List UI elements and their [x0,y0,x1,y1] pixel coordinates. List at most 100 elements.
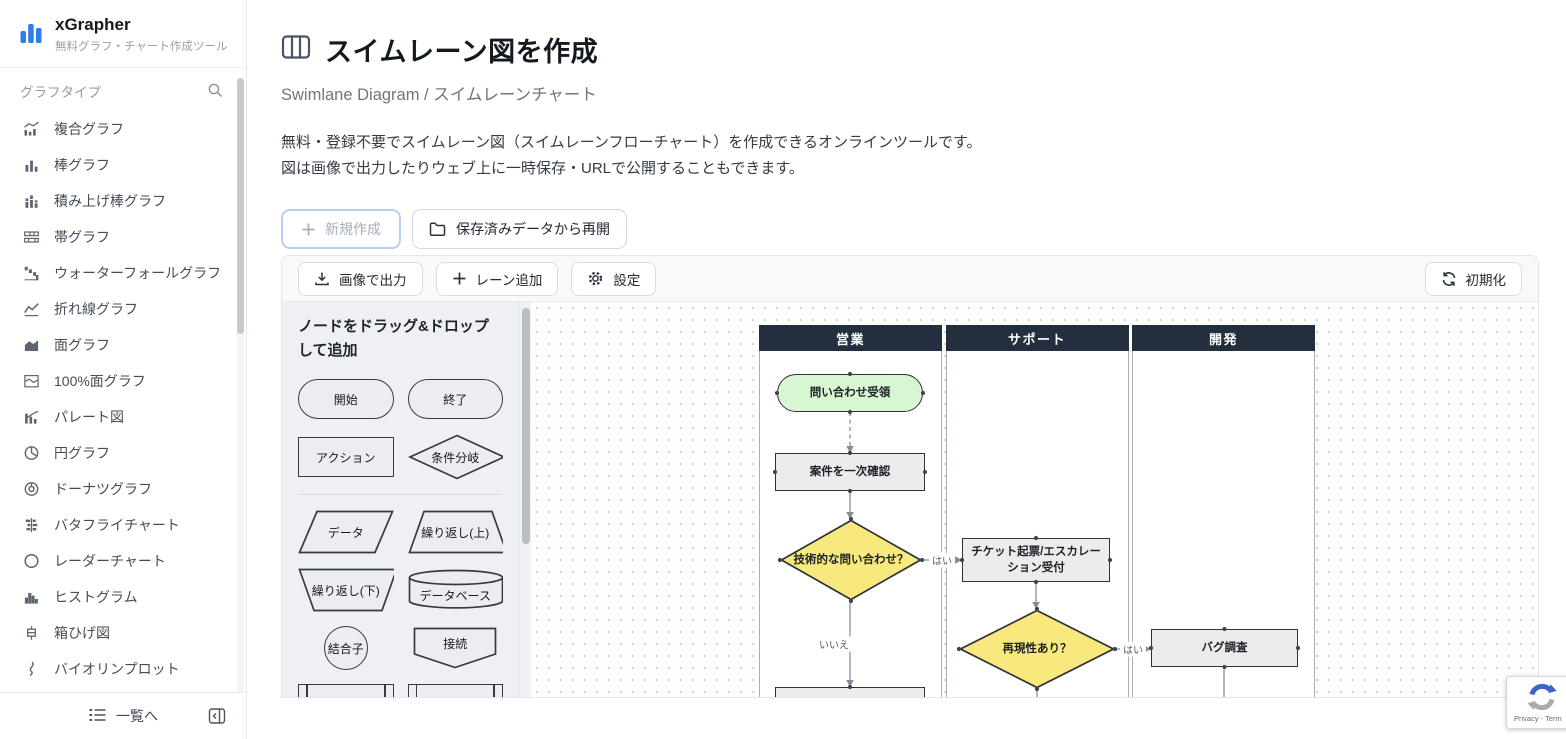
sidebar-item-label: バイオリンプロット [54,661,180,677]
diagram-node[interactable]: バグ調査 [1151,629,1298,667]
sidebar-item-label: 面グラフ [54,337,110,353]
settings-button[interactable]: 設定 [571,261,657,296]
sidebar: xGrapher 無料グラフ・チャート作成ツール グラフタイプ 複合グラフ棒グラ… [0,0,247,739]
page-subtitle: Swimlane Diagram / スイムレーンチャート [281,86,597,104]
new-diagram-button[interactable]: 新規作成 [281,209,401,249]
sidebar-item[interactable]: 100%面グラフ [0,363,246,399]
palette-shape-cylinder[interactable]: データベース [408,568,504,612]
diagram-node[interactable]: チケット起票/エスカレーション受付 [962,538,1110,582]
app-tagline: 無料グラフ・チャート作成ツール [55,41,228,53]
band-chart-icon [22,229,40,245]
palette-divider [298,494,503,495]
sidebar-item[interactable]: 積み上げ棒グラフ [0,183,246,219]
sidebar-scrollbar-thumb[interactable] [237,78,244,334]
palette-shape-pentagon-down[interactable]: 接続 [408,626,504,670]
sidebar-item[interactable]: レーダーチャート [0,543,246,579]
sidebar-item[interactable]: ウォーターフォールグラフ [0,255,246,291]
palette-shape-predefined[interactable] [298,684,394,697]
logo-bars-icon [18,19,44,51]
sidebar-item-label: 円グラフ [54,445,110,461]
palette-scrollbar-thumb[interactable] [522,308,530,544]
palette-shape-predefined[interactable] [407,684,503,697]
palette-shape-circle[interactable]: 結合子 [298,626,394,670]
palette-shape-diamond[interactable]: 条件分岐 [407,434,503,480]
sidebar-item-label: パレート図 [54,409,124,425]
pareto-chart-icon [22,409,40,425]
export-image-label: 画像で出力 [339,272,407,288]
plus-icon [301,222,316,237]
diagram-node[interactable] [775,687,925,697]
reset-button[interactable]: 初期化 [1424,261,1522,296]
line-chart-icon [22,301,40,317]
sidebar-item-label: ウォーターフォールグラフ [54,265,222,281]
add-lane-button[interactable]: レーン追加 [435,261,559,296]
search-icon[interactable] [205,80,226,101]
sidebar-item[interactable]: 折れ線グラフ [0,291,246,327]
sidebar-item[interactable]: 面グラフ [0,327,246,363]
palette-grid: 開始 終了アクション 条件分岐データ 繰り返し(上) 繰り返し(下) データベース結合子 接… [282,363,519,697]
waterfall-chart-icon [22,265,40,281]
sidebar-item[interactable]: 箱ひげ図 [0,615,246,651]
palette-shape-label: 結合子 [327,641,364,656]
palette-shape-rect[interactable]: アクション [298,435,394,479]
resume-saved-button[interactable]: 保存済みデータから再開 [412,209,627,249]
palette-shape-parallelogram[interactable]: データ [298,510,394,554]
plus-icon [452,271,467,286]
app-logo[interactable]: xGrapher 無料グラフ・チャート作成ツール [0,0,246,67]
diagram-node[interactable]: 問い合わせ受領 [777,374,923,412]
description-line: 図は画像で出力したりウェブ上に一時保存・URLで公開することもできます。 [281,160,804,177]
sidebar-item[interactable]: 円グラフ [0,435,246,471]
palette-shape-stadium[interactable]: 終了 [407,377,503,421]
diagram-canvas[interactable]: 営業サポート開発問い合わせ受領案件を一次確認技術的な問い合わせ？ チケット起票/エ… [531,302,1538,697]
columns-icon [281,34,311,65]
palette-shape-label: 開始 [333,392,358,407]
recaptcha-logo-icon [1527,682,1557,712]
diagram-node[interactable]: 案件を一次確認 [775,453,925,491]
sidebar-item[interactable]: 帯グラフ [0,219,246,255]
sidebar-footer: 一覧へ [0,692,246,739]
reset-label: 初期化 [1465,272,1507,288]
area-100-chart-icon [22,373,40,389]
sidebar-item-label: 複合グラフ [54,121,124,137]
palette-shape-trapezoid-up[interactable]: 繰り返し(上) [407,510,503,554]
palette-shape-label: データ [327,525,364,540]
lane-header[interactable]: 営業 [759,325,942,351]
sidebar-item[interactable]: バタフライチャート [0,507,246,543]
export-image-button[interactable]: 画像で出力 [298,261,423,296]
sidebar-item[interactable]: バイオリンプロット [0,651,246,687]
diagram-toolbar: 画像で出力 レーン追加 設定 初期化 [282,256,1538,302]
page-description: 無料・登録不要でスイムレーン図（スイムレーンフローチャート）を作成できるオンライ… [281,130,1566,182]
main-content: スイムレーン図を作成 Swimlane Diagram / スイムレーンチャート… [247,0,1566,739]
diagram-node[interactable]: 再現性あり？ [959,609,1115,689]
sidebar-item-label: 帯グラフ [54,229,110,245]
sidebar-section-label: グラフタイプ [20,84,101,100]
diagram-node[interactable]: 技術的な問い合わせ？ [780,519,922,601]
description-line: 無料・登録不要でスイムレーン図（スイムレーンフローチャート）を作成できるオンライ… [281,134,982,151]
box-plot-icon [22,625,40,641]
sidebar-item[interactable]: 棒グラフ [0,147,246,183]
palette-shape-label: 条件分岐 [431,450,480,465]
lane-header[interactable]: サポート [945,325,1129,351]
go-to-list-button[interactable]: 一覧へ [88,706,158,726]
sidebar-item[interactable]: パレート図 [0,399,246,435]
recaptcha-badge[interactable]: Privacy - Term [1506,676,1566,729]
sidebar-item[interactable]: 複合グラフ [0,111,246,147]
refresh-icon [1441,271,1457,287]
sidebar-item[interactable]: ヒストグラム [0,579,246,615]
page-title: スイムレーン図を作成 [325,37,599,67]
palette-shape-trapezoid-down[interactable]: 繰り返し(下) [298,568,394,612]
download-icon [314,271,330,287]
edge-label: はい [1120,641,1146,657]
lane-header[interactable]: 開発 [1132,325,1315,351]
new-diagram-label: 新規作成 [325,221,381,237]
app-name: xGrapher [55,15,131,34]
sidebar-item-label: 棒グラフ [54,157,110,173]
sidebar-item[interactable]: ドーナツグラフ [0,471,246,507]
collapse-sidebar-icon[interactable] [208,707,226,725]
palette-shape-label: 繰り返し(下) [311,583,380,598]
palette-shape-label: 終了 [443,392,468,407]
palette-shape-stadium[interactable]: 開始 [298,377,394,421]
sidebar-item-label: レーダーチャート [54,553,166,569]
sidebar-scrollbar-track [237,78,244,692]
